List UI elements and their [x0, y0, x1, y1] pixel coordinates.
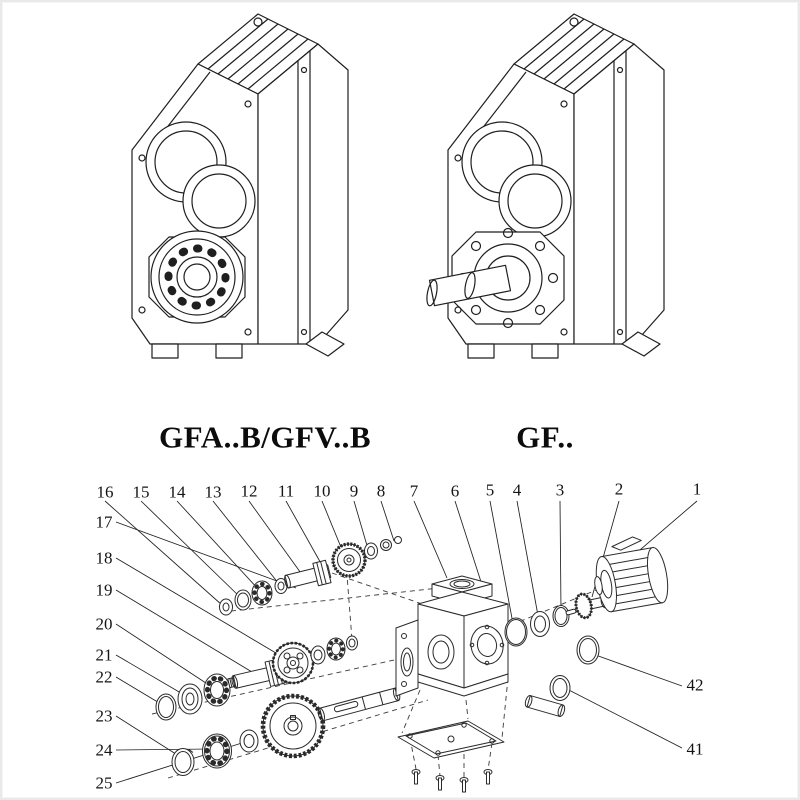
gearbox-drawing-right: [426, 13, 665, 359]
gearbox-drawing-left: [131, 13, 349, 359]
exploded-view: [104, 500, 698, 793]
callout-2: 2: [614, 479, 624, 499]
callout-5: 5: [485, 480, 495, 500]
callout-3: 3: [555, 480, 565, 500]
callout-18: 18: [95, 548, 113, 568]
callout-41: 41: [686, 739, 704, 759]
callout-6: 6: [450, 481, 460, 501]
callout-14: 14: [168, 482, 186, 502]
model-label-gfab-gfvb: GFA..B/GFV..B: [158, 419, 372, 455]
callout-7: 7: [409, 481, 419, 501]
callout-12: 12: [240, 481, 258, 501]
callout-13: 13: [204, 482, 222, 502]
callout-16: 16: [96, 482, 114, 502]
callout-11: 11: [277, 481, 295, 501]
screws: [411, 769, 493, 793]
input-shaft-parts: [219, 536, 402, 616]
callout-21: 21: [95, 645, 113, 665]
intermediate-shaft-parts: [155, 635, 358, 721]
motor-input-parts: [504, 536, 669, 718]
callout-4: 4: [512, 480, 522, 500]
output-shaft-parts: [171, 687, 401, 776]
callout-17: 17: [95, 512, 113, 532]
callout-20: 20: [95, 614, 113, 634]
housing: [395, 575, 509, 697]
cover-plate-parts: [397, 720, 505, 793]
callout-9: 9: [349, 481, 359, 501]
callout-42: 42: [686, 675, 704, 695]
callout-22: 22: [95, 667, 113, 687]
callout-23: 23: [95, 706, 113, 726]
callout-10: 10: [313, 481, 331, 501]
callout-24: 24: [95, 740, 113, 760]
callout-19: 19: [95, 580, 113, 600]
callout-1: 1: [692, 479, 702, 499]
callout-25: 25: [95, 773, 113, 793]
callout-15: 15: [132, 482, 150, 502]
callout-8: 8: [376, 481, 386, 501]
model-label-gf: GF..: [516, 419, 574, 455]
